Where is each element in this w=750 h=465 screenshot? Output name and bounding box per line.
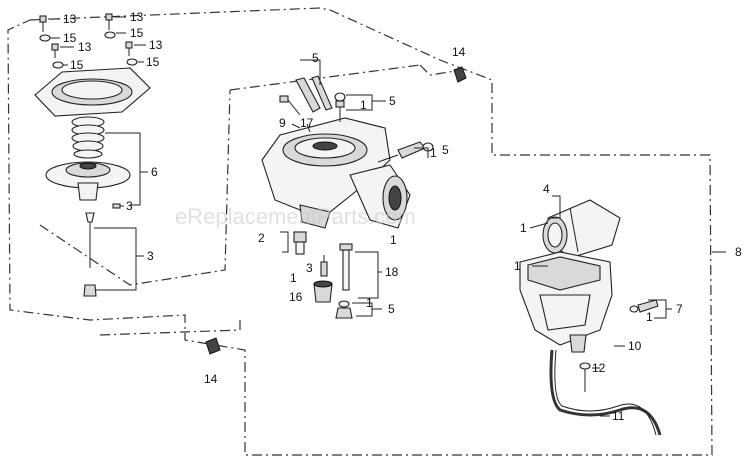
- callout-5: 5: [312, 51, 319, 65]
- cap-part: [453, 66, 467, 83]
- callout-1: 1: [360, 98, 367, 112]
- carburetor-body-group: [261, 59, 434, 319]
- callout-16: 16: [289, 290, 303, 304]
- callout-1: 1: [290, 271, 297, 285]
- main-jet-part: [339, 243, 353, 291]
- callout-5: 5: [388, 302, 395, 316]
- callout-5: 5: [389, 94, 396, 108]
- callout-7: 7: [676, 302, 683, 316]
- carburetor-body: [261, 117, 411, 229]
- callout-17: 17: [300, 116, 314, 130]
- callout-15: 15: [130, 26, 144, 40]
- callout-3: 3: [126, 199, 133, 213]
- spring-part: [71, 116, 105, 159]
- callout-14: 14: [204, 372, 218, 386]
- adjuster-screw-part: [279, 95, 301, 116]
- drain-bolt-part: [629, 299, 659, 313]
- callout-13: 13: [130, 10, 144, 24]
- diaphragm-part: [45, 161, 131, 201]
- callout-1: 1: [430, 146, 437, 160]
- callout-1: 1: [390, 233, 397, 247]
- drain-screw-part: [335, 300, 353, 319]
- float-bowl-part: [519, 251, 613, 353]
- bolt-part: [105, 13, 126, 30]
- callout-1: 1: [520, 221, 527, 235]
- bolt-part: [51, 43, 74, 58]
- callout-1: 1: [646, 310, 653, 324]
- bolt-part: [39, 15, 60, 32]
- clamp-part: [579, 362, 591, 392]
- bolt-part: [125, 41, 146, 56]
- callout-14: 14: [452, 45, 466, 59]
- callout-13: 13: [78, 40, 92, 54]
- callout-18: 18: [385, 265, 399, 279]
- callout-15: 15: [63, 31, 77, 45]
- callout-3: 3: [306, 261, 313, 275]
- slow-jet-part: [320, 255, 328, 277]
- pilot-screw-part: [377, 141, 434, 163]
- screw-part: [112, 203, 124, 209]
- callout-labels: 13 13 15 15 13 13 15 15 6 3 3 5 1 5 9 17…: [63, 10, 742, 423]
- callout-3: 3: [147, 249, 154, 263]
- air-joint-part: [542, 199, 621, 259]
- washer-part: [104, 31, 116, 39]
- callout-9: 9: [279, 116, 286, 130]
- float-chamber-group: [519, 195, 726, 436]
- callout-13: 13: [63, 12, 77, 26]
- overflow-tube-part: [549, 349, 662, 436]
- callout-15: 15: [70, 58, 84, 72]
- washer-part: [126, 58, 138, 66]
- watermark: eReplacementParts.com: [175, 204, 416, 229]
- throttle-cable-part: [295, 75, 333, 113]
- callout-8: 8: [735, 245, 742, 259]
- cap-part: [205, 337, 221, 355]
- callout-12: 12: [592, 361, 606, 375]
- washer-part: [52, 61, 64, 69]
- callout-10: 10: [628, 339, 642, 353]
- idle-screw-part: [334, 92, 346, 122]
- callout-1: 1: [366, 296, 373, 310]
- group-boundaries: [7, 7, 713, 456]
- callout-13: 13: [149, 38, 163, 52]
- callout-1: 1: [514, 259, 521, 273]
- callout-4: 4: [543, 182, 550, 196]
- jet-needle-part: [83, 212, 97, 297]
- washer-part: [39, 34, 51, 42]
- needle-jet-part: [293, 231, 307, 255]
- callout-6: 6: [151, 165, 158, 179]
- vacuum-chamber-group: [34, 13, 151, 297]
- chamber-cover: [34, 67, 151, 117]
- callout-2: 2: [258, 231, 265, 245]
- callout-11: 11: [612, 409, 625, 423]
- callout-15: 15: [146, 55, 160, 69]
- callout-5: 5: [442, 143, 449, 157]
- float-valve-part: [313, 280, 333, 303]
